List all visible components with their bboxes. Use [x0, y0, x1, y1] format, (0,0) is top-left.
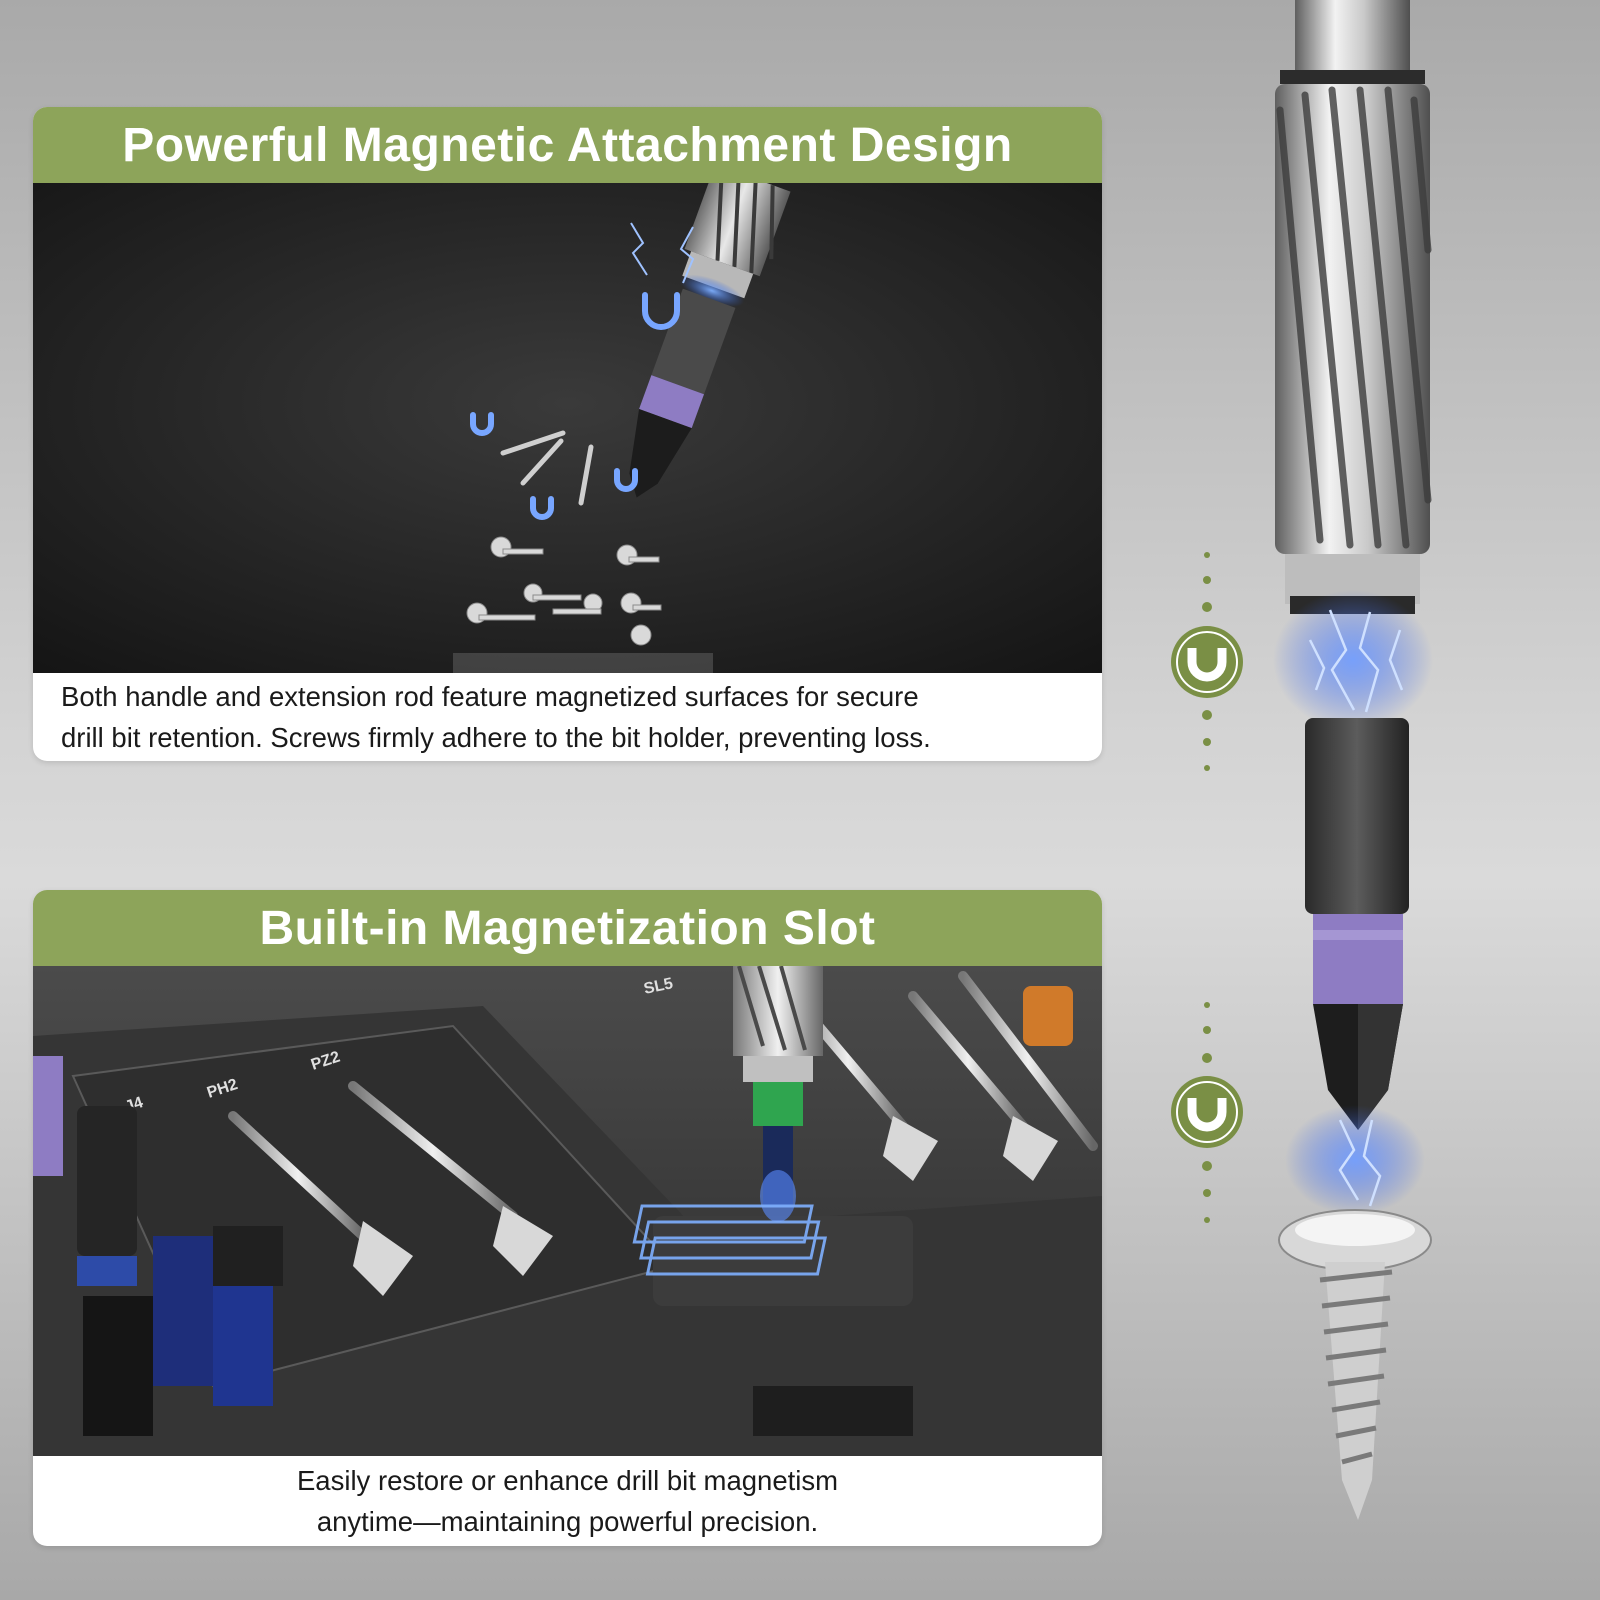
magnetic-attachment-title: Powerful Magnetic Attachment Design	[33, 107, 1102, 183]
magnet-icon	[1187, 1098, 1227, 1132]
lightning-icon	[1308, 609, 1404, 713]
magnetization-slot-photo: SL5 PH2 PZ2 J4	[33, 966, 1102, 1456]
magnet-badge-upper	[1171, 626, 1243, 698]
caption-line-1: Both handle and extension rod feature ma…	[61, 681, 919, 712]
magnetic-attachment-panel: Powerful Magnetic Attachment Design	[33, 107, 1102, 761]
screw-icon	[578, 444, 594, 506]
slot-photo-art: SL5 PH2 PZ2 J4	[33, 966, 1102, 1456]
screw-icon	[500, 430, 566, 456]
magnetization-slot-panel: Built-in Magnetization Slot	[33, 890, 1102, 1546]
magnetic-attachment-photo	[33, 183, 1102, 673]
lightning-icon	[1338, 1119, 1382, 1207]
magnetic-photo-art	[33, 183, 1102, 673]
magnet-badge-lower	[1171, 1076, 1243, 1148]
tray-label-sl5: SL5	[642, 975, 674, 998]
magnet-icon	[642, 292, 680, 330]
screw-icon	[520, 438, 564, 486]
caption-line-2: drill bit retention. Screws firmly adher…	[61, 722, 931, 753]
magnet-icon	[530, 496, 554, 520]
magnetization-slot-title: Built-in Magnetization Slot	[33, 890, 1102, 966]
caption-line-1: Easily restore or enhance drill bit magn…	[296, 1465, 839, 1496]
magnet-icon	[614, 468, 638, 492]
magnet-icon	[1187, 648, 1227, 682]
caption-line-2: anytime—maintaining powerful precision.	[316, 1506, 819, 1537]
magnet-icon	[470, 412, 494, 436]
magnetic-attachment-caption: Both handle and extension rod feature ma…	[33, 673, 1102, 761]
screwdriver-illustration	[1171, 0, 1433, 1520]
magnetization-slot-caption: Easily restore or enhance drill bit magn…	[33, 1456, 1102, 1546]
